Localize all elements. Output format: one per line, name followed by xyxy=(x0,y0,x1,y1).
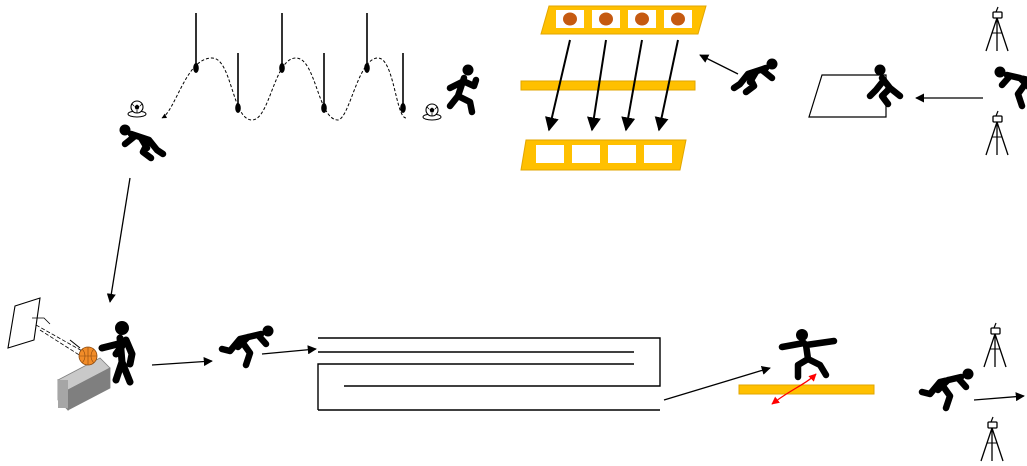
pole-icon xyxy=(399,52,407,114)
basketball-icon xyxy=(78,346,98,366)
flow-arrow xyxy=(106,177,131,303)
flow-arrow xyxy=(261,345,317,355)
transfer-arrow xyxy=(654,39,679,132)
sprinter-icon xyxy=(222,326,274,366)
transfer-arrow xyxy=(587,39,607,132)
box-icon xyxy=(57,357,111,411)
sprint-maze xyxy=(222,326,661,411)
soccer-ball-icon xyxy=(422,103,442,121)
pole-icon xyxy=(278,12,286,74)
sprinter-icon xyxy=(922,369,974,409)
finish-camera-station xyxy=(922,322,1025,462)
soccer-ball-icon xyxy=(127,100,147,118)
ball-tray-icon xyxy=(540,5,707,35)
tripod-icon xyxy=(983,322,1007,368)
transfer-arrow xyxy=(621,39,643,132)
crouching-athlete-icon xyxy=(866,64,904,108)
tripod-icon xyxy=(980,416,1004,462)
transfer-arrow xyxy=(545,39,571,132)
dribble-path xyxy=(161,57,407,121)
runner-icon xyxy=(450,65,476,113)
swing-arrow-icon xyxy=(771,373,817,405)
backboard-icon xyxy=(7,297,41,349)
flow-arrow xyxy=(699,54,739,75)
bar-icon xyxy=(520,80,696,91)
crouching-runner-icon xyxy=(734,59,778,93)
slalom-dribble xyxy=(120,12,477,159)
tripod-icon xyxy=(985,6,1009,52)
throwing-athlete-icon xyxy=(98,321,136,386)
empty-tray-icon xyxy=(520,139,687,171)
maze-icon xyxy=(317,337,661,411)
beam-icon xyxy=(738,384,875,395)
crouching-runner-icon xyxy=(120,125,164,159)
balancing-athlete-icon xyxy=(778,329,838,381)
flow-arrow xyxy=(973,392,1025,402)
flow-arrow xyxy=(663,366,771,401)
pole-icon xyxy=(234,52,242,114)
runner-icon xyxy=(995,67,1027,107)
square-marker-icon xyxy=(808,74,887,118)
tripod-icon xyxy=(985,110,1009,156)
balance-beam xyxy=(738,329,875,405)
agility-square xyxy=(808,64,904,118)
pole-icon xyxy=(320,52,328,114)
flow-arrow xyxy=(151,357,213,367)
start-camera-station xyxy=(985,6,1027,156)
ball-transfer-station xyxy=(520,5,778,171)
basketball-shot xyxy=(7,297,136,411)
